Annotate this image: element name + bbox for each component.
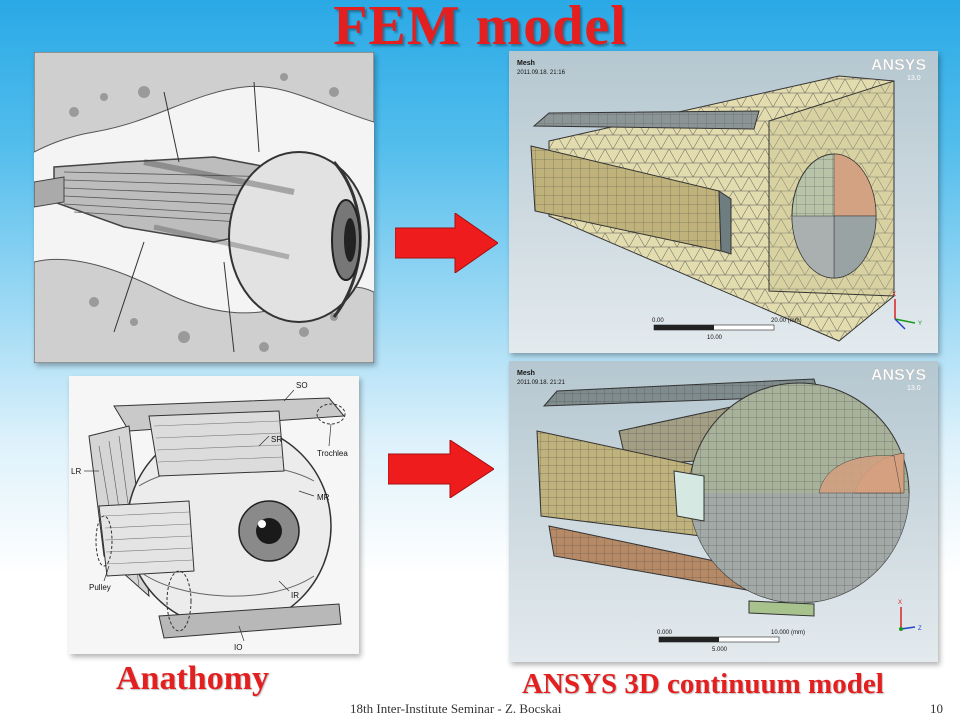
page-number: 10 — [930, 701, 943, 716]
svg-text:X: X — [898, 600, 902, 606]
label-io: IO — [234, 643, 242, 652]
caption-anatomy: Anathomy — [116, 660, 270, 697]
anatomy-side-illustration — [34, 52, 374, 363]
label-trochlea: Trochlea — [317, 449, 348, 458]
svg-text:Z: Z — [918, 626, 922, 632]
label-pulley: Pulley — [89, 583, 111, 592]
label-sr: SR — [271, 435, 282, 444]
label-ir: IR — [291, 591, 299, 600]
scale-end-label: 20.00 (mm) — [771, 318, 802, 324]
mesh-timestamp: 2011.09.18. 21:16 — [517, 70, 566, 76]
ansys-logo: ANSYS — [871, 367, 926, 384]
slide-title: FEM model — [333, 0, 627, 57]
scale-mid-label: 10.00 — [707, 335, 723, 341]
ansys-version: 13.0 — [907, 75, 921, 82]
ansys-mesh-view-top: Mesh 2011.09.18. 21:16 ANSYS 13.0 0.00 2… — [509, 51, 938, 353]
label-mr: MR — [317, 493, 330, 502]
footer-text: 18th Inter-Institute Seminar - Z. Bocska… — [350, 701, 562, 716]
axis-triad-icon: X Z — [898, 600, 922, 632]
mesh-header: Mesh — [517, 370, 535, 377]
label-so: SO — [296, 381, 308, 390]
scale-mid-label: 5.000 — [712, 647, 728, 653]
mesh-header: Mesh — [517, 60, 535, 67]
anatomy-eye-muscles-illustration: SO SR Trochlea LR MR Pulley IR IO — [69, 376, 359, 654]
mesh-timestamp: 2011.09.18. 21:21 — [517, 380, 566, 386]
scale-end-label: 10.000 (mm) — [771, 630, 805, 636]
ansys-logo: ANSYS — [871, 57, 926, 74]
axis-triad-icon: X Y — [892, 292, 922, 330]
scale-start-label: 0.000 — [657, 630, 673, 636]
scale-start-label: 0.00 — [652, 318, 664, 324]
label-lr: LR — [71, 467, 81, 476]
arrow-right-icon — [388, 440, 494, 498]
ansys-version: 13.0 — [907, 385, 921, 392]
arrow-right-icon — [395, 213, 498, 273]
svg-text:Y: Y — [918, 321, 922, 327]
ansys-mesh-view-bottom: Mesh 2011.09.18. 21:21 ANSYS 13.0 0.000 … — [509, 361, 938, 662]
svg-text:X: X — [892, 292, 896, 298]
caption-ansys-model: ANSYS 3D continuum model — [522, 668, 884, 700]
